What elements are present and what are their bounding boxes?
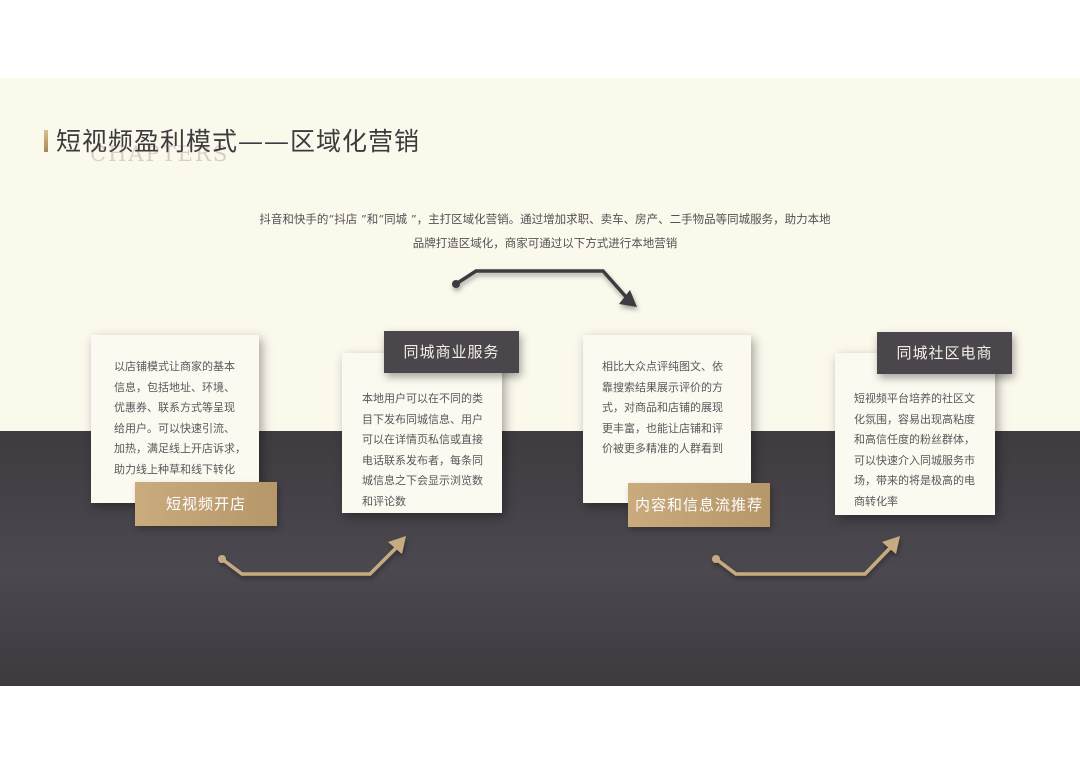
card-local-service-text: 本地用户可以在不同的类 目下发布同城信息、用户 可以在详情页私信或直接 电话联系… (362, 389, 483, 512)
connector-arrows (218, 269, 900, 576)
card-line: 商转化率 (854, 494, 898, 508)
label-community-ecommerce: 同城社区电商 (877, 332, 1012, 374)
page-title: 短视频盈利模式——区域化营销 (56, 127, 421, 156)
card-line: 以店铺模式让商家的基本 (114, 360, 235, 373)
intro-line-2: 品牌打造区域化，商家可通过以下方式进行本地营销 (412, 236, 678, 250)
intro-line-1: 抖音和快手的“抖店 ”和“同城 ”，主打区域化营销。通过增加求职、卖车、房产、二… (259, 212, 831, 226)
card-line: 和评论数 (362, 494, 406, 508)
card-local-service: 本地用户可以在不同的类 目下发布同城信息、用户 可以在详情页私信或直接 电话联系… (342, 353, 502, 513)
card-community-ecommerce-text: 短视频平台培养的社区文 化氛围，容易出现高粘度 和高信任度的粉丝群体， 可以快速… (854, 389, 975, 512)
card-line: 价被更多精准的人群看到 (602, 442, 723, 455)
label-shop: 短视频开店 (135, 482, 277, 526)
title-accent-bar (44, 130, 48, 152)
arrow-right-icon (218, 536, 406, 576)
card-community-ecommerce: 短视频平台培养的社区文 化氛围，容易出现高粘度 和高信任度的粉丝群体， 可以快速… (835, 353, 995, 515)
card-line: 场，带来的将是极高的电 (854, 474, 975, 487)
arrow-right-icon (712, 536, 900, 576)
card-line: 目下发布同城信息、用户 (362, 412, 483, 426)
label-content-feed: 内容和信息流推荐 (628, 483, 770, 527)
card-line: 信息，包括地址、环境、 (114, 380, 235, 394)
card-line: 靠搜索结果展示评价的方 (602, 380, 723, 394)
card-line: 城信息之下会显示浏览数 (362, 474, 483, 487)
card-line: 给用户。可以快速引流、 (114, 421, 235, 435)
title-watermark: CHAPTERS (90, 142, 230, 166)
card-line: 短视频平台培养的社区文 (854, 392, 975, 405)
card-line: 更丰富，也能让店铺和评 (602, 421, 723, 435)
label-local-service: 同城商业服务 (384, 331, 519, 373)
card-line: 电话联系发布者，每条同 (362, 453, 483, 467)
slide: CHAPTERS 短视频盈利模式——区域化营销 抖音和快手的“抖店 ”和“同城 … (0, 78, 1080, 686)
card-shop: 以店铺模式让商家的基本 信息，包括地址、环境、 优惠券、联系方式等呈现 给用户。… (91, 335, 259, 503)
card-content-feed: 相比大众点评纯图文、依 靠搜索结果展示评价的方 式，对商品和店铺的展现 更丰富，… (583, 335, 751, 503)
card-line: 和高信任度的粉丝群体， (854, 433, 975, 446)
card-line: 本地用户可以在不同的类 (362, 392, 483, 405)
card-line: 相比大众点评纯图文、依 (602, 360, 723, 373)
card-line: 化氛围，容易出现高粘度 (854, 412, 975, 426)
card-line: 加热，满足线上开店诉求， (114, 442, 246, 455)
card-line: 优惠券、联系方式等呈现 (114, 401, 235, 414)
card-line: 助力线上种草和线下转化 (114, 462, 235, 476)
card-shop-text: 以店铺模式让商家的基本 信息，包括地址、环境、 优惠券、联系方式等呈现 给用户。… (114, 357, 246, 480)
intro-paragraph: 抖音和快手的“抖店 ”和“同城 ”，主打区域化营销。通过增加求职、卖车、房产、二… (215, 207, 875, 255)
card-content-feed-text: 相比大众点评纯图文、依 靠搜索结果展示评价的方 式，对商品和店铺的展现 更丰富，… (602, 357, 723, 460)
arrow-right-icon (452, 269, 637, 307)
card-line: 可以在详情页私信或直接 (362, 433, 483, 446)
card-line: 式，对商品和店铺的展现 (602, 401, 723, 414)
card-line: 可以快速介入同城服务市 (854, 453, 975, 467)
